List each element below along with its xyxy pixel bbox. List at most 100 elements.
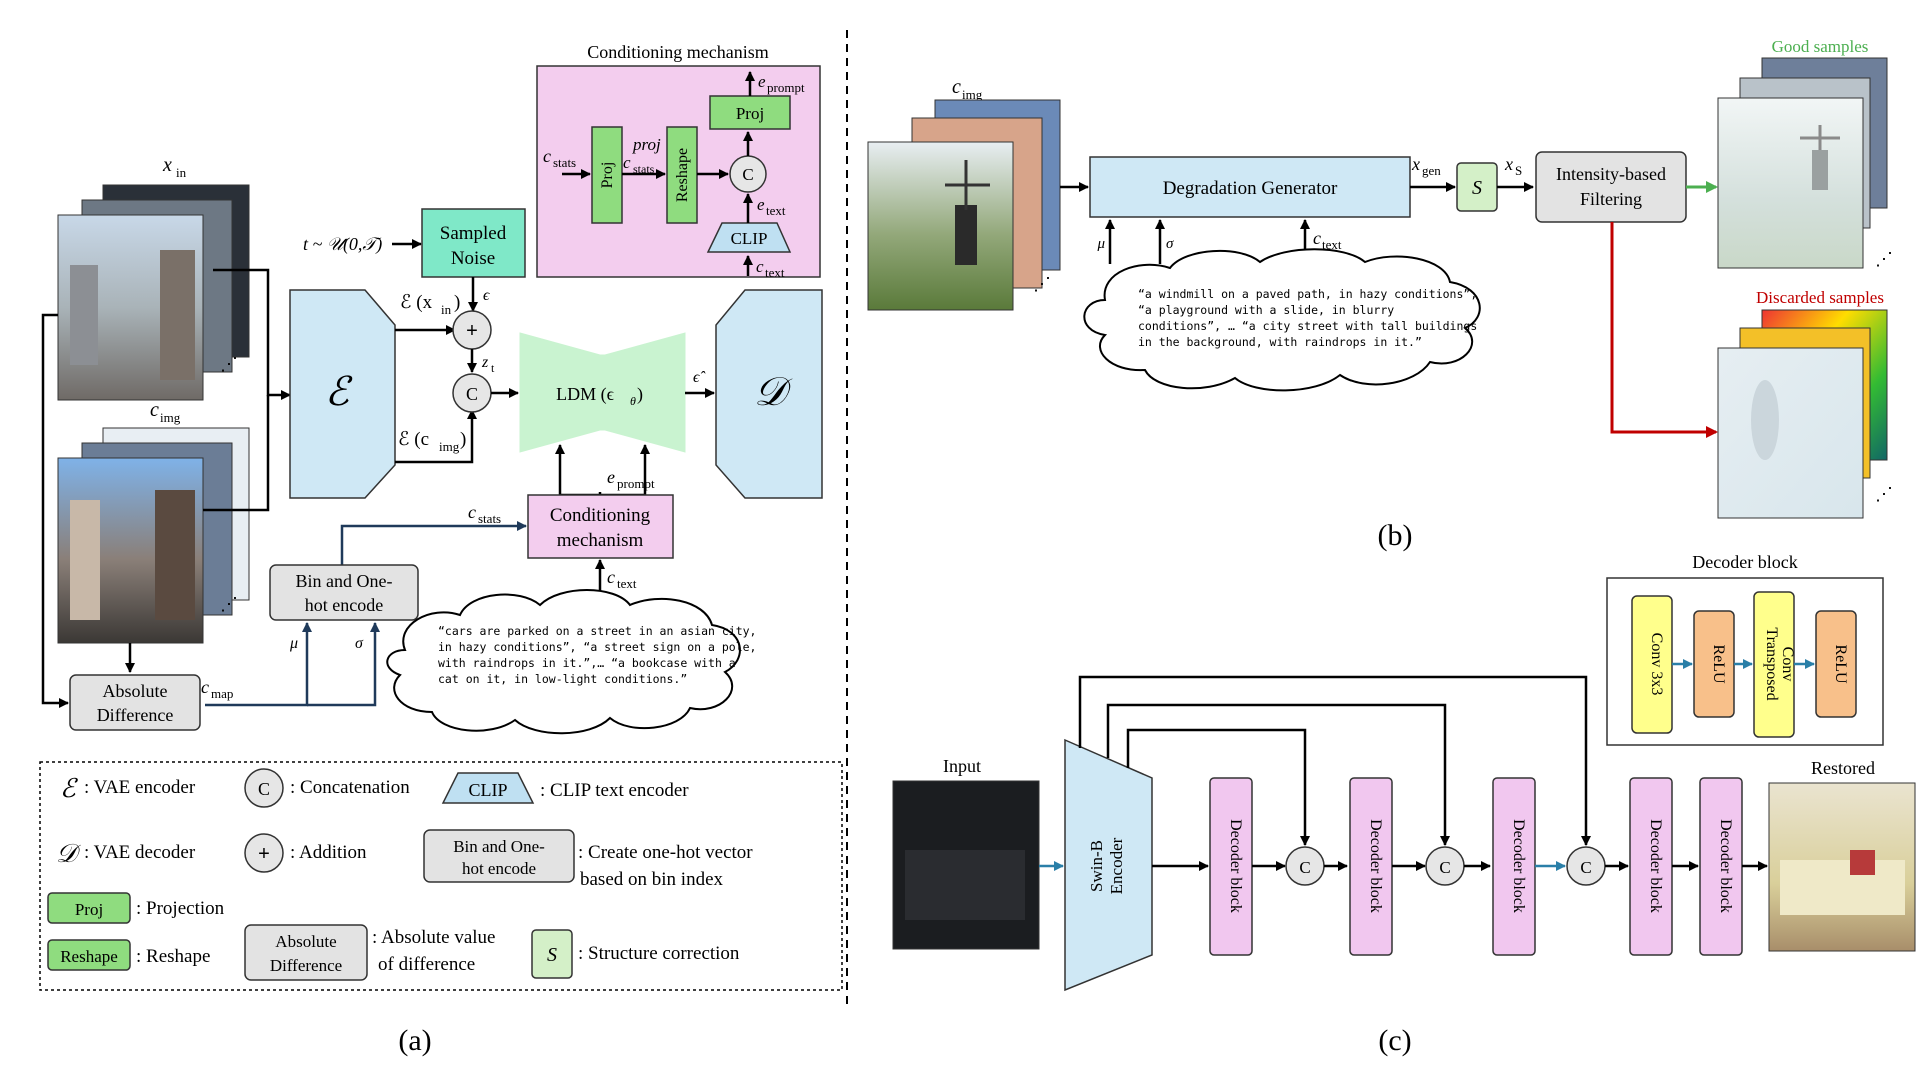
panel-b: c img ⋰ Degradation Generator x gen S x … [867, 37, 1893, 552]
b-c-text-sub: text [1322, 237, 1342, 252]
x-in-image-stack: ⋰ [57, 184, 250, 401]
c-stats-proj-label-sup: proj [632, 135, 661, 154]
legend-bin-icon-l1: Bin and One- [453, 837, 545, 856]
absolute-difference-box [69, 674, 201, 731]
bin-onehot-box [269, 564, 419, 621]
intensity-filter-box [1535, 151, 1687, 223]
x-gen-sub: gen [1422, 163, 1441, 178]
transposed-label-2: Conv [1779, 647, 1796, 682]
panel-c: Decoder block Conv 3x3 ReLU Transposed C… [892, 552, 1916, 1057]
c-img-label: c [150, 399, 159, 421]
enc-xin-label: ℰ (x [400, 292, 433, 313]
good-samples-label: Good samples [1772, 37, 1869, 56]
legend-clip: : CLIP text encoder [540, 780, 689, 801]
reshape-block-label: Reshape [674, 148, 691, 202]
legend-vae-dec-symbol: 𝒟 [56, 839, 81, 868]
legend-clip-icon [441, 772, 535, 804]
bin-box-line1: Bin and One- [296, 571, 393, 591]
encoder-line2: Encoder [1107, 837, 1126, 894]
sigma-label-a: σ [355, 635, 364, 652]
decoder-block-title: Decoder block [1692, 552, 1797, 572]
sampled-noise-box [421, 208, 526, 278]
clip-block-detail [706, 222, 792, 253]
x-s-sub: S [1515, 163, 1522, 178]
legend-bin-icon-l2: hot encode [462, 859, 536, 878]
generator-label: Degradation Generator [1163, 178, 1338, 199]
c-stats-label-detail: c [543, 146, 551, 166]
prompt-cloud-a [386, 589, 741, 735]
sampled-noise-line2: Noise [451, 248, 495, 269]
filter-line1: Intensity-based [1556, 164, 1666, 184]
prompt-a-line1: “cars are parked on a street in an asian… [438, 624, 757, 638]
legend-s-icon [531, 929, 573, 979]
x-in-sub: in [176, 165, 187, 180]
clip-label-detail: CLIP [731, 229, 768, 248]
prompt-b-line1: “a windmill on a paved path, in hazy con… [1138, 287, 1477, 301]
legend-vae-enc-symbol: ℰ [60, 774, 78, 803]
prompt-b-line2: “a playground with a slide, in blurry [1138, 303, 1394, 317]
c-stats-label-a: c [468, 502, 476, 522]
b-c-img-label: c [952, 76, 961, 98]
legend-abs-icon-l1: Absolute [275, 932, 336, 951]
restored-label: Restored [1811, 758, 1875, 778]
relu-block-2 [1815, 610, 1857, 718]
vae-encoder [289, 289, 396, 499]
sampled-noise-line1: Sampled [440, 223, 507, 244]
proj-block-label: Proj [599, 162, 616, 189]
swin-encoder [1064, 738, 1153, 992]
b-c-img-stack: ⋰ [867, 99, 1061, 311]
legend-s-symbol: S [547, 944, 557, 966]
degradation-generator [1089, 156, 1411, 218]
x-gen-label: x [1411, 154, 1420, 174]
addition-symbol: + [466, 320, 478, 342]
discarded-samples-stack: ⋰ [1717, 309, 1893, 519]
legend-proj-icon [47, 892, 131, 924]
mu-label-a: μ [289, 635, 298, 652]
concat-c-1-label: C [1299, 858, 1310, 877]
svg-text:): ) [637, 384, 643, 405]
x-in-label: x [162, 154, 172, 176]
c-img-sub: img [160, 410, 181, 425]
concat-c-2-label: C [1439, 858, 1450, 877]
proj-top-label: Proj [736, 104, 764, 123]
legend-proj: : Projection [136, 898, 225, 919]
svg-text:⋰: ⋰ [1875, 484, 1893, 505]
decoder-block-2-label: Decoder block [1367, 819, 1384, 913]
e-text-label-detail: e [757, 195, 765, 214]
reshape-block-detail [666, 126, 698, 224]
decoder-block-5-label: Decoder block [1717, 819, 1734, 913]
b-c-img-sub: img [962, 87, 983, 102]
svg-text:): ) [454, 292, 460, 313]
encoder-line1: Swin-B [1087, 840, 1106, 892]
vae-decoder [715, 289, 823, 499]
svg-text:⋰: ⋰ [220, 594, 238, 615]
c-text-label-detail: c [756, 257, 764, 276]
conv3x3-label: Conv 3x3 [1648, 633, 1665, 696]
b-sigma-label: σ [1166, 236, 1174, 252]
e-prompt-label-a: e [607, 467, 615, 487]
legend-vae-dec: : VAE decoder [84, 842, 196, 863]
legend-abs-icon [244, 924, 368, 981]
ldm-label: LDM (ϵ [556, 384, 614, 405]
prompt-a-line2: in hazy conditions”, “a street sign on a… [438, 640, 757, 654]
c-img-image-stack: ⋰ [57, 427, 250, 644]
x-s-label: x [1504, 154, 1513, 174]
legend-abs-icon-l2: Difference [270, 956, 342, 975]
good-samples-stack: ⋰ [1717, 57, 1893, 270]
caption-b: (b) [1378, 519, 1413, 552]
filter-line2: Filtering [1580, 189, 1642, 209]
decoder-block-4-label: Decoder block [1647, 819, 1664, 913]
discarded-samples-label: Discarded samples [1756, 288, 1884, 307]
zt-sub: t [491, 361, 495, 375]
legend-concat-icon [244, 768, 284, 808]
svg-text:C: C [258, 779, 270, 799]
cond-box-line2: mechanism [557, 530, 644, 551]
legend-structure: : Structure correction [578, 943, 740, 964]
concat-symbol-detail: C [742, 165, 753, 184]
prompt-a-line3: with raindrops in it.”,… “a bookcase wit… [438, 656, 736, 670]
svg-text:): ) [460, 429, 466, 450]
prompt-cloud-b [1083, 248, 1481, 392]
ldm-unet [519, 332, 686, 453]
caption-a: (a) [398, 1024, 431, 1057]
svg-text:⋰: ⋰ [1033, 274, 1051, 295]
